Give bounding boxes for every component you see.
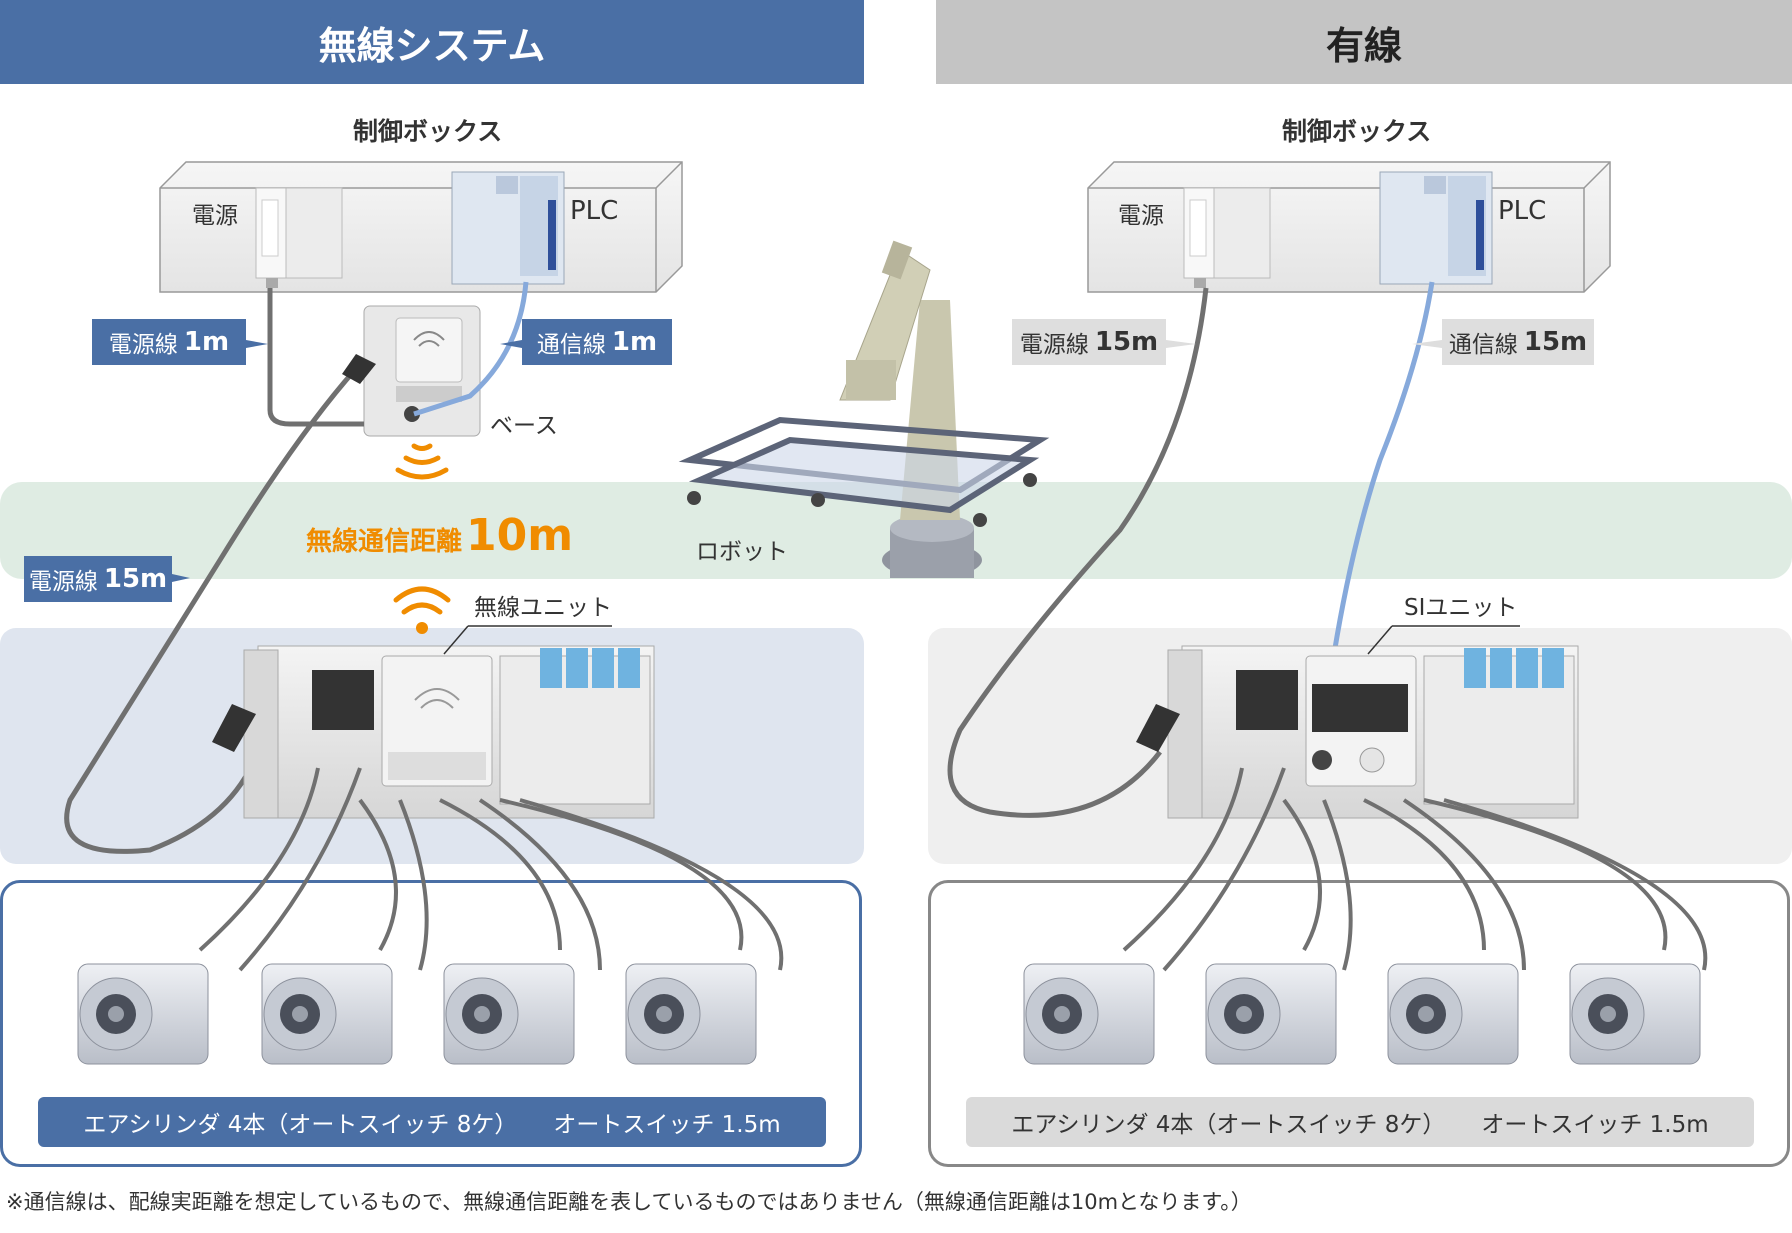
control-box-left [159, 161, 683, 293]
power-cable-right [947, 287, 1209, 818]
plc-label-right: PLC [1498, 196, 1547, 226]
power-cable-short-text: 電源線 [108, 332, 178, 358]
header-wired: 有線 [936, 0, 1792, 84]
control-box-title-right: 制御ボックス [1282, 117, 1432, 146]
control-box-title-left: 制御ボックス [353, 117, 503, 146]
air-cylinders-left [77, 963, 757, 1065]
comm-cable-value-left: 1m [611, 327, 658, 357]
power-cable-long-left [64, 360, 364, 854]
cylinder-caption-right: エアシリンダ 4本（オートスイッチ 8ケ） オートスイッチ 1.5m [966, 1097, 1754, 1147]
wireless-distance-text: 無線通信距離 [306, 527, 463, 557]
cylinder-caption-left: エアシリンダ 4本（オートスイッチ 8ケ） オートスイッチ 1.5m [38, 1097, 826, 1147]
power-cable-text-right: 電源線 [1019, 332, 1089, 358]
plc-label-left: PLC [570, 196, 619, 226]
wireless-distance-label: 無線通信距離10m [306, 510, 573, 561]
base-label: ベース [490, 413, 558, 439]
comm-cable-text-right: 通信線 [1448, 332, 1518, 358]
cylinder-caption-sub-left: オートスイッチ 1.5m [553, 1112, 781, 1138]
power-cable-long-text: 電源線 [28, 569, 98, 595]
plc-left [451, 171, 565, 285]
wifi-icon-base [395, 443, 449, 480]
power-cable-value-right: 15m [1094, 327, 1159, 357]
cylinder-caption-sub-right: オートスイッチ 1.5m [1481, 1112, 1709, 1138]
wireless-unit-manifold [243, 645, 655, 819]
si-unit-label: SIユニット [1404, 595, 1518, 621]
comm-cable-value-right: 15m [1523, 327, 1588, 357]
wifi-icon-unit [393, 586, 451, 634]
power-cable-long-value: 15m [103, 564, 168, 594]
wireless-unit-label: 無線ユニット [474, 595, 612, 621]
auto-switch-cables [198, 767, 1708, 972]
power-cable-short-left [267, 288, 364, 427]
power-cable-short-value: 1m [183, 327, 230, 357]
robot-label: ロボット [696, 539, 788, 565]
cylinder-caption-main-right: エアシリンダ 4本（オートスイッチ 8ケ） [1011, 1112, 1446, 1138]
air-cylinders-right [1023, 963, 1701, 1065]
power-supply-right [1183, 187, 1271, 288]
si-unit-manifold [1167, 645, 1579, 819]
control-box-right [1087, 161, 1611, 293]
robot-illustration [678, 240, 1050, 578]
plc-right [1379, 171, 1493, 285]
comm-cable-left [413, 281, 529, 417]
wireless-base-unit [363, 305, 481, 437]
power-supply-left [255, 187, 343, 288]
wireless-distance-value: 10m [466, 510, 574, 561]
header-wireless-system: 無線システム [0, 0, 864, 84]
footnote: ※通信線は、配線実距離を想定しているもので、無線通信距離を表しているものではあり… [6, 1190, 1252, 1214]
cylinder-caption-main-left: エアシリンダ 4本（オートスイッチ 8ケ） [83, 1112, 518, 1138]
power-supply-label-right: 電源 [1118, 203, 1164, 229]
power-supply-label-left: 電源 [192, 203, 238, 229]
comm-cable-text-left: 通信線 [536, 332, 606, 358]
